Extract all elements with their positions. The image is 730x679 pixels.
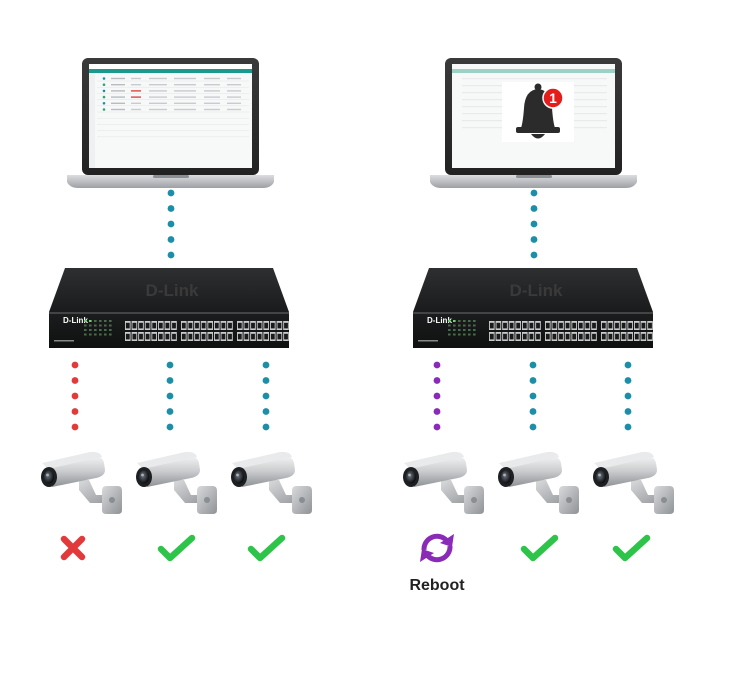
laptop xyxy=(67,58,274,188)
reboot-label: Reboot xyxy=(409,577,465,594)
alert-panel: 1 xyxy=(502,82,574,142)
reboot-icon xyxy=(420,533,454,563)
ip-camera xyxy=(231,451,312,514)
ip-camera xyxy=(498,451,579,514)
port-group xyxy=(489,321,541,341)
port-group xyxy=(545,321,597,341)
ip-camera xyxy=(136,451,217,514)
link-dots xyxy=(166,361,174,431)
link-dots xyxy=(262,361,270,431)
laptop: 1 xyxy=(430,58,637,188)
app-sidebar xyxy=(89,73,95,168)
link-dots xyxy=(529,361,537,431)
cross-icon xyxy=(60,535,86,561)
notification-badge: 1 xyxy=(542,87,564,109)
link-dots xyxy=(624,361,632,431)
port-group xyxy=(125,321,177,341)
svg-text:1: 1 xyxy=(549,90,557,106)
brand-logo: D-Link xyxy=(63,316,88,325)
check-icon xyxy=(157,534,196,562)
uplink-dots xyxy=(530,189,538,259)
brand-logo: D-Link xyxy=(427,316,452,325)
app-header xyxy=(89,69,252,73)
check-icon xyxy=(520,534,559,562)
check-icon xyxy=(612,534,651,562)
link-dots xyxy=(433,361,441,431)
link-dots xyxy=(71,361,79,431)
laptop-screen xyxy=(89,64,252,168)
ip-camera xyxy=(593,451,674,514)
top-logo: D-Link xyxy=(510,281,563,300)
uplink-dots xyxy=(167,189,175,259)
ip-camera xyxy=(41,451,122,514)
check-icon xyxy=(247,534,286,562)
port-group xyxy=(601,321,653,341)
port-group xyxy=(237,321,289,341)
port-group xyxy=(181,321,233,341)
ip-camera xyxy=(403,451,484,514)
top-logo: D-Link xyxy=(146,281,199,300)
